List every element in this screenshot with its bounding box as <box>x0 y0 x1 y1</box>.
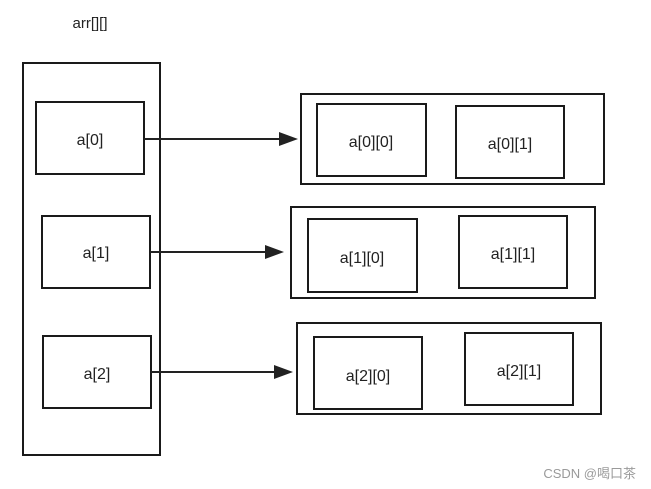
cell-box-row-1-col-0 <box>307 218 418 293</box>
cell-box-row-1-col-1 <box>458 215 568 289</box>
watermark-text: CSDN @喝口茶 <box>543 466 636 481</box>
cell-box-row-2-col-0 <box>313 336 423 410</box>
diagram-title: arr[][] <box>72 15 107 32</box>
arrowhead-row-0 <box>279 132 298 146</box>
cell-box-row-0-col-1 <box>455 105 565 179</box>
cell-box-row-0-col-0 <box>316 103 427 177</box>
pointer-box-row-0 <box>35 101 145 175</box>
pointer-box-row-2 <box>42 335 152 409</box>
cell-box-row-2-col-1 <box>464 332 574 406</box>
pointer-label-row-0: a[0] <box>77 132 104 149</box>
cell-label-row-1-col-0: a[1][0] <box>340 250 384 267</box>
arrowhead-row-1 <box>265 245 284 259</box>
cell-label-row-1-col-1: a[1][1] <box>491 246 535 263</box>
arrowhead-row-2 <box>274 365 293 379</box>
pointer-label-row-1: a[1] <box>83 245 110 262</box>
cell-label-row-0-col-0: a[0][0] <box>349 134 393 151</box>
cell-label-row-2-col-1: a[2][1] <box>497 363 541 380</box>
pointer-label-row-2: a[2] <box>84 366 111 383</box>
pointer-box-row-1 <box>41 215 151 289</box>
cell-label-row-0-col-1: a[0][1] <box>488 136 532 153</box>
cell-label-row-2-col-0: a[2][0] <box>346 368 390 385</box>
